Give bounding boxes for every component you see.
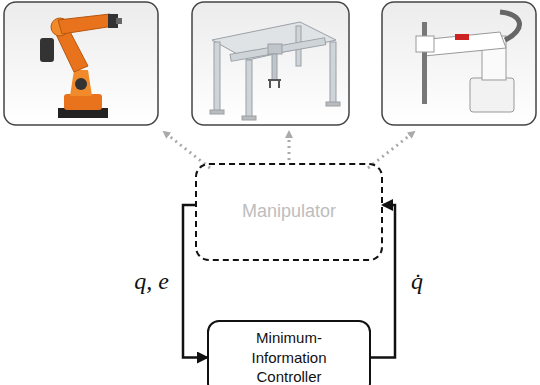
signal-connector [371, 205, 395, 358]
picture-panel [192, 2, 349, 125]
picture-panel [4, 2, 158, 125]
node-label: Manipulator [242, 200, 336, 223]
node-label: Minimum-Information Controller [219, 328, 359, 385]
signal-label: q, e [132, 268, 171, 295]
scara-robot [416, 12, 519, 112]
process-box: Minimum-Information Controller [207, 320, 371, 385]
gantry-robot [210, 22, 340, 120]
picture-panel [382, 2, 536, 125]
dashed-group-box: Manipulator [195, 163, 383, 261]
signal-label: q̇ [409, 268, 425, 295]
industrial-arm [40, 14, 122, 118]
